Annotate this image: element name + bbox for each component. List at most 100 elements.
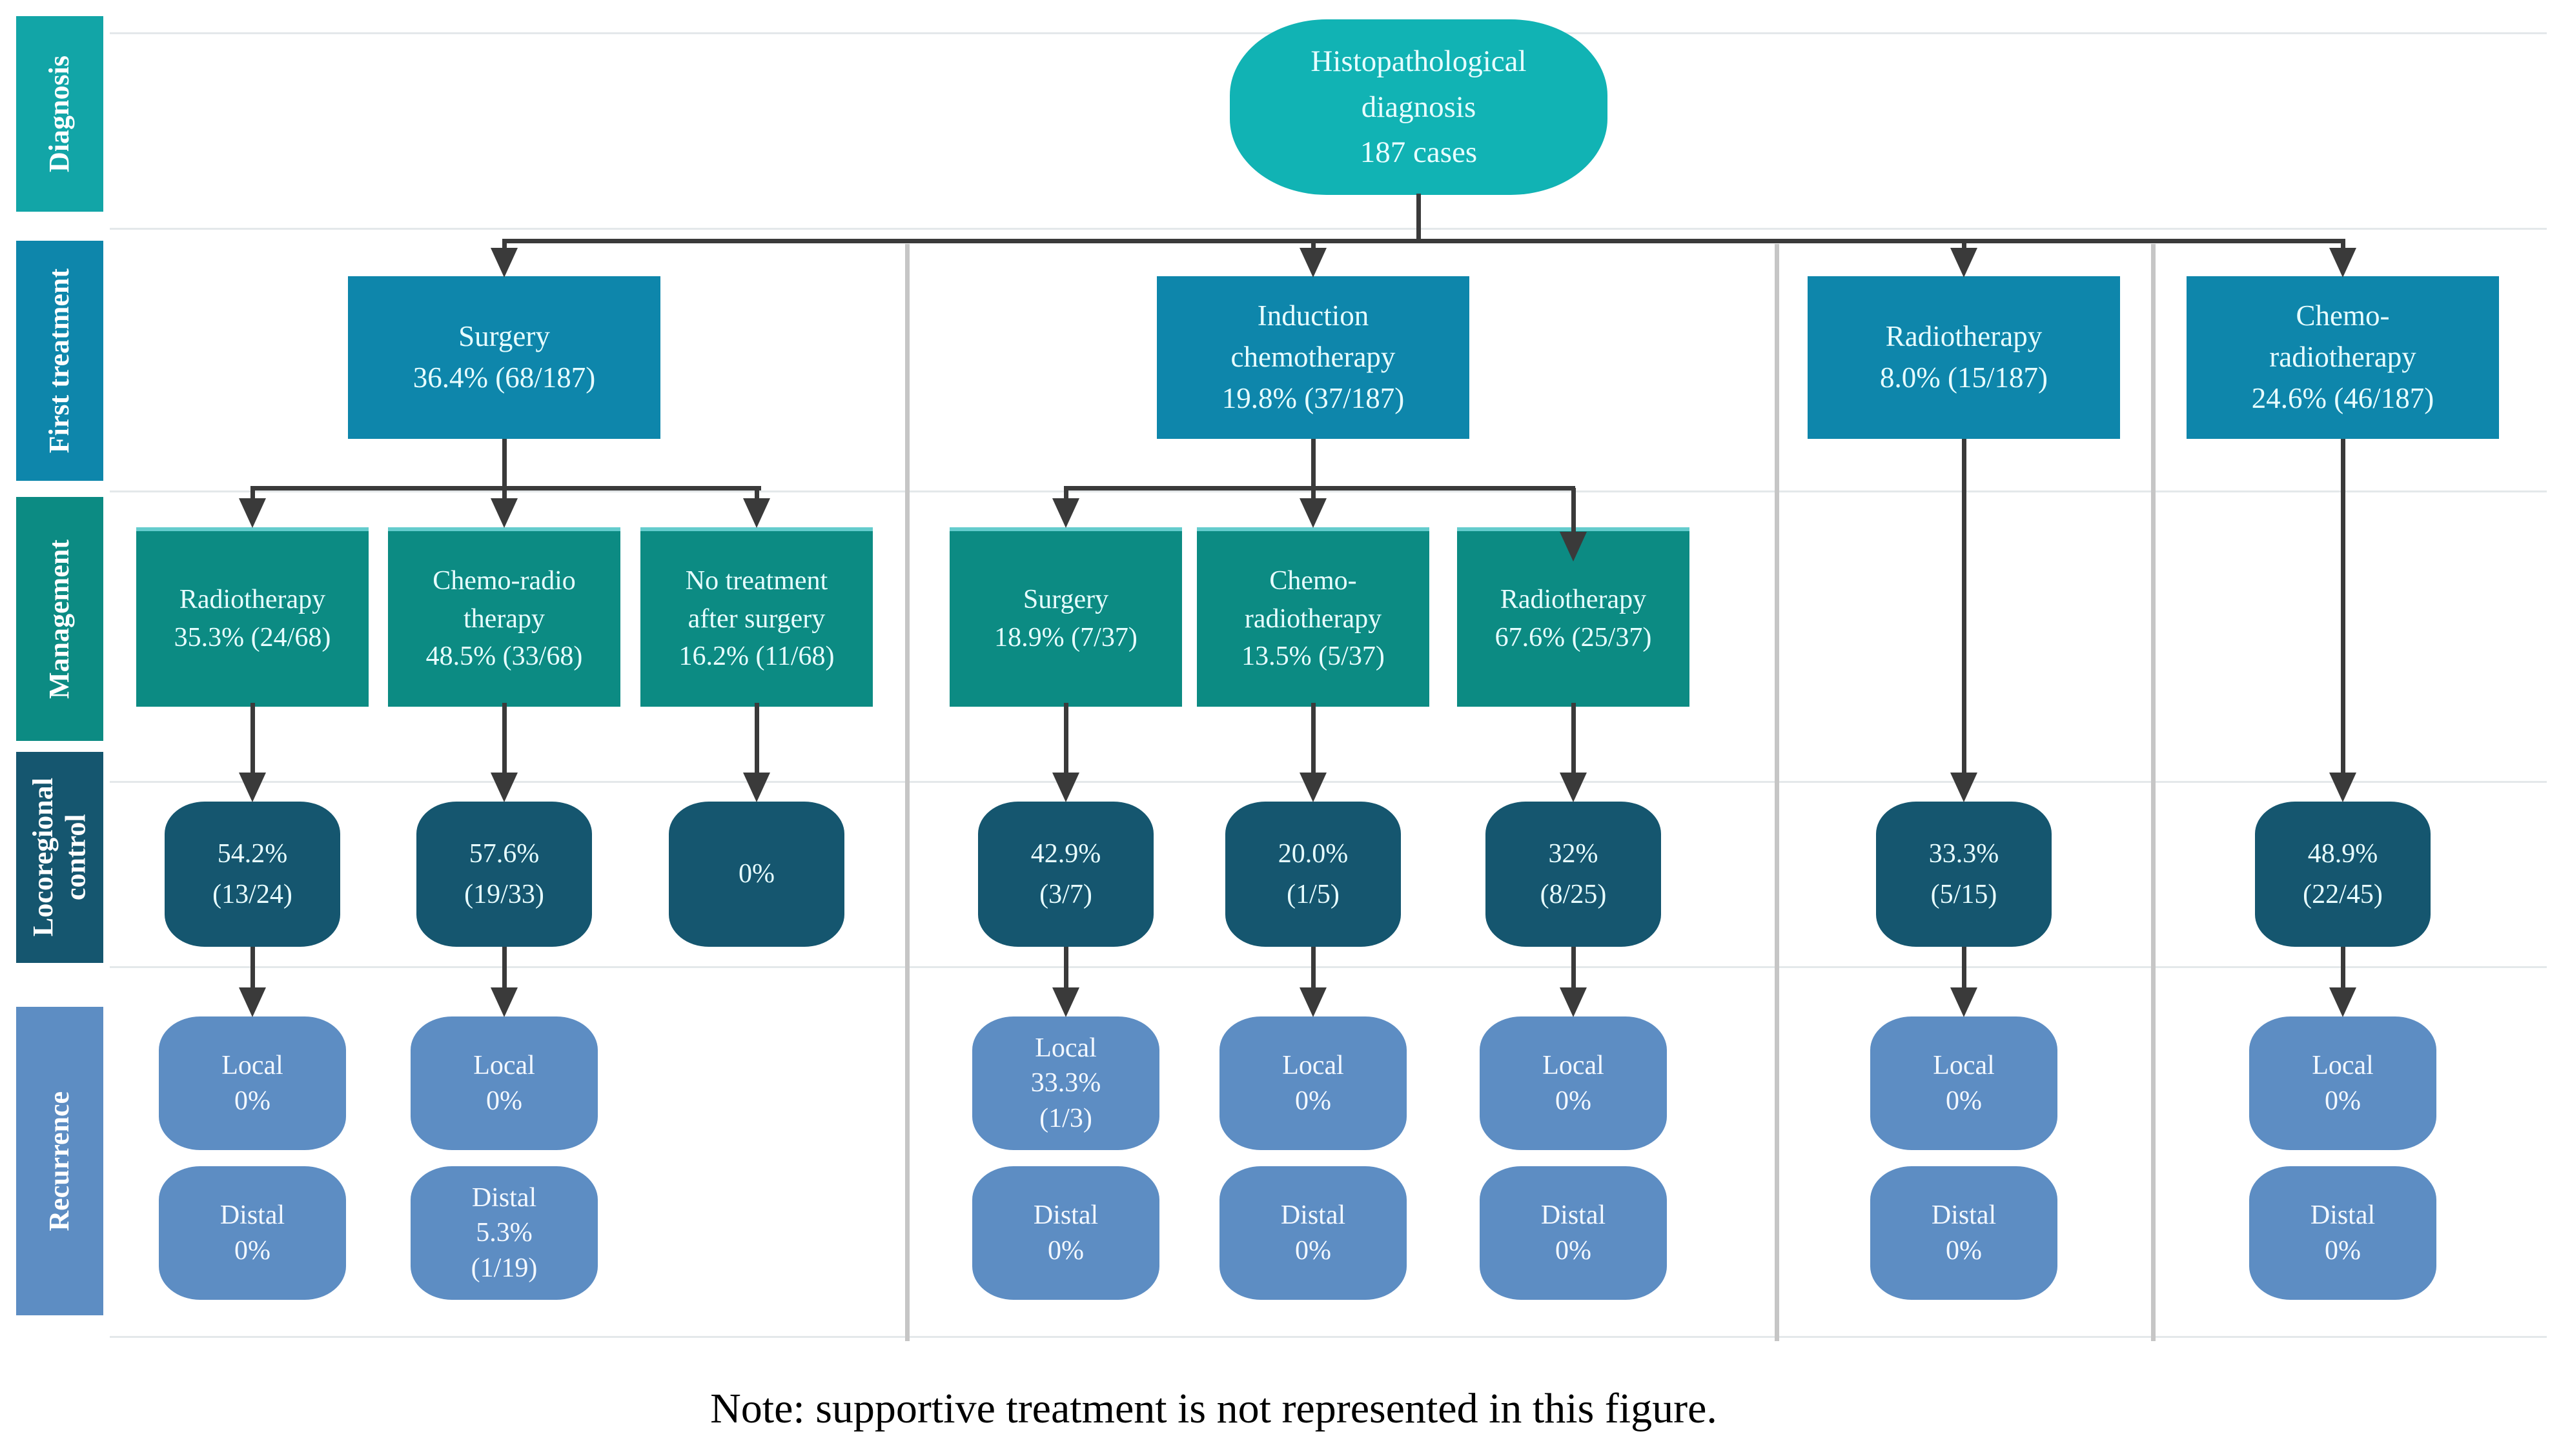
management-no-treatment-box: No treatment after surgery 16.2% (11/68): [640, 527, 873, 707]
arrowhead-down: [491, 987, 518, 1017]
arrowhead-down: [2329, 773, 2356, 802]
arrowhead-down: [239, 987, 266, 1017]
arrowhead-down: [1052, 498, 1079, 528]
arrowhead-down: [491, 773, 518, 802]
row-divider-line: [110, 490, 2547, 492]
row-divider-line: [110, 966, 2547, 968]
management-radiotherapy-box: Radiotherapy 67.6% (25/37): [1457, 527, 1689, 707]
recurrence-local-box: Local 0%: [2249, 1016, 2436, 1150]
column-divider: [2151, 244, 2156, 1341]
figure-note: Note: supportive treatment is not repres…: [710, 1385, 1717, 1432]
sidebar-row-first-treatment: First treatment: [16, 241, 103, 481]
locoregional-control-box: 54.2% (13/24): [165, 802, 340, 947]
locoregional-control-box: 20.0% (1/5): [1225, 802, 1401, 947]
arrowhead-down: [1052, 773, 1079, 802]
first-treatment-radiotherapy-box: Radiotherapy 8.0% (15/187): [1808, 276, 2120, 439]
locoregional-control-box: 42.9% (3/7): [978, 802, 1154, 947]
connector-arrow-line: [1064, 947, 1068, 989]
locoregional-control-box: 0%: [669, 802, 844, 947]
column-divider: [1775, 244, 1779, 1341]
connector-level1-rail: [502, 239, 2345, 243]
sidebar-row-recurrence: Recurrence: [16, 1007, 103, 1315]
connector-arrow-line: [1311, 703, 1316, 776]
connector-arrow-line: [1571, 703, 1576, 776]
arrowhead-down: [239, 773, 266, 802]
connector-arrow-line: [1311, 947, 1316, 989]
connector-arrow-line: [250, 947, 255, 989]
first-treatment-induction-chemotherapy-box: Induction chemotherapy 19.8% (37/187): [1157, 276, 1469, 439]
connector-arrow-line: [1571, 488, 1576, 537]
connector-arrow-line: [1962, 947, 1966, 989]
recurrence-local-box: Local 0%: [1870, 1016, 2057, 1150]
arrowhead-down: [1950, 248, 1977, 278]
management-radiotherapy-box: Radiotherapy 35.3% (24/68): [136, 527, 369, 707]
row-divider-line: [110, 228, 2547, 230]
arrowhead-down: [1560, 532, 1587, 561]
recurrence-distal-box: Distal 0%: [1219, 1166, 1407, 1300]
first-treatment-chemoradiotherapy-box: Chemo- radiotherapy 24.6% (46/187): [2187, 276, 2499, 439]
arrowhead-down: [1300, 773, 1327, 802]
connector-induction-rail: [1064, 486, 1575, 490]
first-treatment-surgery-box: Surgery 36.4% (68/187): [348, 276, 660, 439]
connector-arrow-line: [2341, 947, 2345, 989]
connector-root-stem: [1416, 194, 1421, 243]
sidebar-row-management: Management: [16, 497, 103, 741]
arrowhead-down: [743, 773, 770, 802]
recurrence-local-box: Local 0%: [411, 1016, 598, 1150]
connector-arrow-line: [1064, 703, 1068, 776]
sidebar-label-first-treatment: First treatment: [43, 268, 76, 454]
connector-arrow-line: [755, 488, 759, 502]
recurrence-local-box: Local 33.3% (1/3): [972, 1016, 1159, 1150]
sidebar-row-locoregional-control: Locoregional control: [16, 752, 103, 963]
locoregional-control-box: 33.3% (5/15): [1876, 802, 2052, 947]
column-divider: [905, 244, 910, 1341]
recurrence-distal-box: Distal 0%: [159, 1166, 346, 1300]
management-surgery-box: Surgery 18.9% (7/37): [950, 527, 1182, 707]
locoregional-control-box: 48.9% (22/45): [2255, 802, 2431, 947]
locoregional-control-box: 32% (8/25): [1485, 802, 1661, 947]
arrowhead-down: [491, 248, 518, 278]
sidebar-row-diagnosis: Diagnosis: [16, 16, 103, 212]
sidebar-label-recurrence: Recurrence: [43, 1091, 76, 1231]
recurrence-distal-box: Distal 0%: [2249, 1166, 2436, 1300]
diagnosis-node: Histopathological diagnosis 187 cases: [1230, 19, 1607, 195]
arrowhead-down: [1560, 987, 1587, 1017]
connector-arrow-line: [502, 703, 507, 776]
recurrence-local-box: Local 0%: [1219, 1016, 1407, 1150]
locoregional-control-box: 57.6% (19/33): [416, 802, 592, 947]
recurrence-distal-box: Distal 0%: [1870, 1166, 2057, 1300]
recurrence-distal-box: Distal 0%: [972, 1166, 1159, 1300]
arrowhead-down: [2329, 987, 2356, 1017]
connector-arrow-line: [1571, 947, 1576, 989]
arrowhead-down: [2329, 248, 2356, 278]
sidebar-label-management: Management: [43, 539, 76, 699]
connector-induction-stem: [1311, 439, 1316, 490]
connector-arrow-line: [502, 488, 507, 502]
sidebar-label-locoregional-control: Locoregional control: [26, 778, 92, 937]
row-divider-line: [110, 1336, 2547, 1338]
recurrence-distal-box: Distal 0%: [1480, 1166, 1667, 1300]
arrowhead-down: [1300, 248, 1327, 278]
sidebar-label-diagnosis: Diagnosis: [43, 56, 76, 172]
recurrence-local-box: Local 0%: [1480, 1016, 1667, 1150]
connector-arrow-line: [2341, 439, 2345, 775]
arrowhead-down: [239, 498, 266, 528]
arrowhead-down: [1950, 773, 1977, 802]
connector-arrow-line: [1311, 488, 1316, 502]
arrowhead-down: [1560, 773, 1587, 802]
arrowhead-down: [1950, 987, 1977, 1017]
connector-surgery-stem: [502, 439, 507, 490]
arrowhead-down: [1300, 498, 1327, 528]
connector-arrow-line: [502, 947, 507, 989]
arrowhead-down: [743, 498, 770, 528]
recurrence-local-box: Local 0%: [159, 1016, 346, 1150]
connector-arrow-line: [250, 703, 255, 776]
arrowhead-down: [1052, 987, 1079, 1017]
connector-arrow-line: [1064, 488, 1068, 502]
connector-arrow-line: [250, 488, 255, 502]
row-divider-line: [110, 781, 2547, 783]
recurrence-distal-box: Distal 5.3% (1/19): [411, 1166, 598, 1300]
connector-arrow-line: [1962, 439, 1966, 775]
arrowhead-down: [491, 498, 518, 528]
